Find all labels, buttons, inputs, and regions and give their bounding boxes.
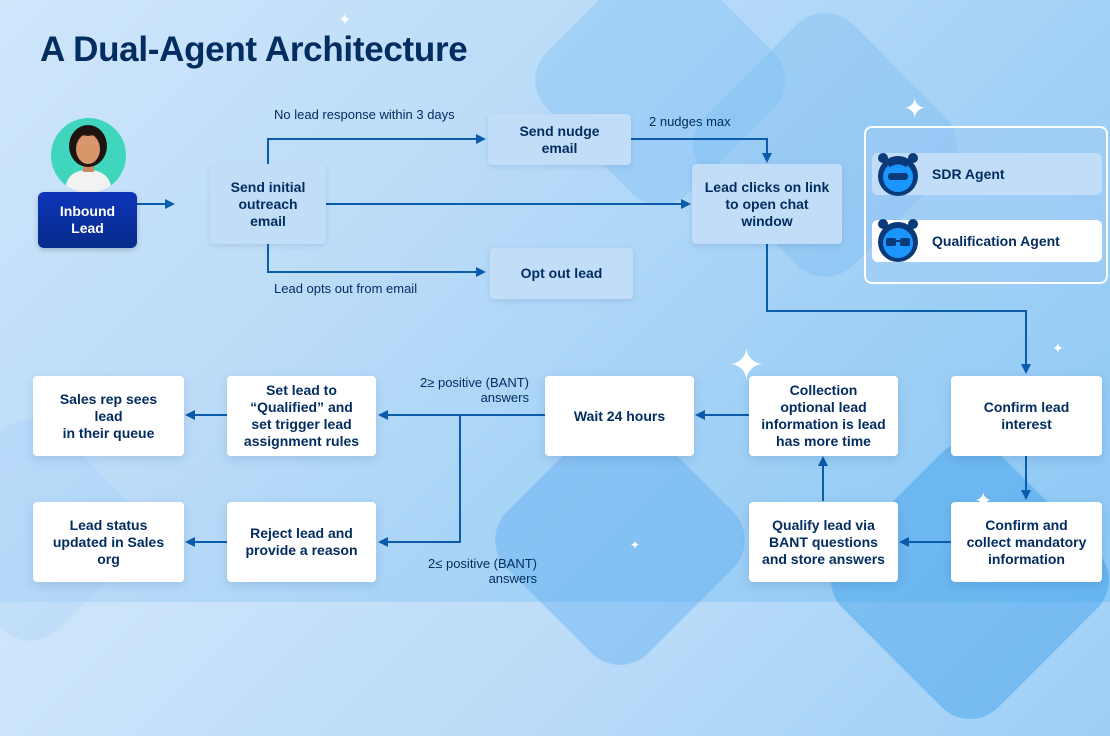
robot-face-sunglasses-icon <box>878 219 918 262</box>
sparkle-icon: ✦ <box>728 341 765 390</box>
edge-label-opts-out: Lead opts out from email <box>274 281 418 296</box>
sparkle-icon: ✦ <box>630 538 641 552</box>
lead-avatar <box>51 118 126 193</box>
lead-clicks-link-node: Lead clicks on link to open chat window <box>692 164 842 244</box>
reject-lead-node: Reject lead and provide a reason <box>227 502 376 582</box>
sparkle-icon: ✦ <box>903 93 927 124</box>
legend-sdr-label: SDR Agent <box>932 166 1005 182</box>
send-initial-email-node: Send initial outreach email <box>210 164 326 244</box>
edge-initial-to-optout <box>267 244 486 277</box>
sales-rep-queue-node: Sales rep sees lead in their queue <box>33 376 184 456</box>
sparkle-icon: ✦ <box>974 488 993 513</box>
edge-label-positive-top: 2≥ positive (BANT) answers <box>420 375 529 405</box>
edge-label-no-response: No lead response within 3 days <box>274 107 455 122</box>
set-lead-qualified-node: Set lead to “Qualified” and set trigger … <box>227 376 376 456</box>
edge-label-positive-bottom: 2≤ positive (BANT) answers <box>428 556 537 586</box>
send-nudge-email-node: Send nudge email <box>488 114 631 165</box>
qualify-bant-node: Qualify lead via BANT questions and stor… <box>749 502 898 582</box>
robot-face-icon <box>878 153 918 196</box>
edge-initial-to-nudge <box>267 134 486 164</box>
confirm-collect-info-node: Confirm and collect mandatory informatio… <box>951 502 1102 582</box>
flow-connectors <box>137 134 1031 547</box>
wait-24-hours-node: Wait 24 hours <box>545 376 694 456</box>
person-icon <box>65 125 112 193</box>
opt-out-lead-node: Opt out lead <box>490 248 633 299</box>
confirm-lead-interest-node: Confirm lead interest <box>951 376 1102 456</box>
sparkle-icon: ✦ <box>1052 340 1064 356</box>
edge-clicks-to-confirm <box>766 244 1031 374</box>
edge-wait-to-reject <box>378 415 461 547</box>
page-title: A Dual-Agent Architecture <box>40 30 468 69</box>
lead-status-updated-node: Lead status updated in Sales org <box>33 502 184 582</box>
sparkle-icon: ✦ <box>338 12 352 29</box>
edge-nudge-to-clicks <box>631 138 772 163</box>
edge-label-nudges-max: 2 nudges max <box>649 114 731 129</box>
legend-qualification-label: Qualification Agent <box>932 233 1060 249</box>
collect-optional-info-node: Collection optional lead information is … <box>749 376 898 456</box>
inbound-lead-node: Inbound Lead <box>38 192 137 248</box>
